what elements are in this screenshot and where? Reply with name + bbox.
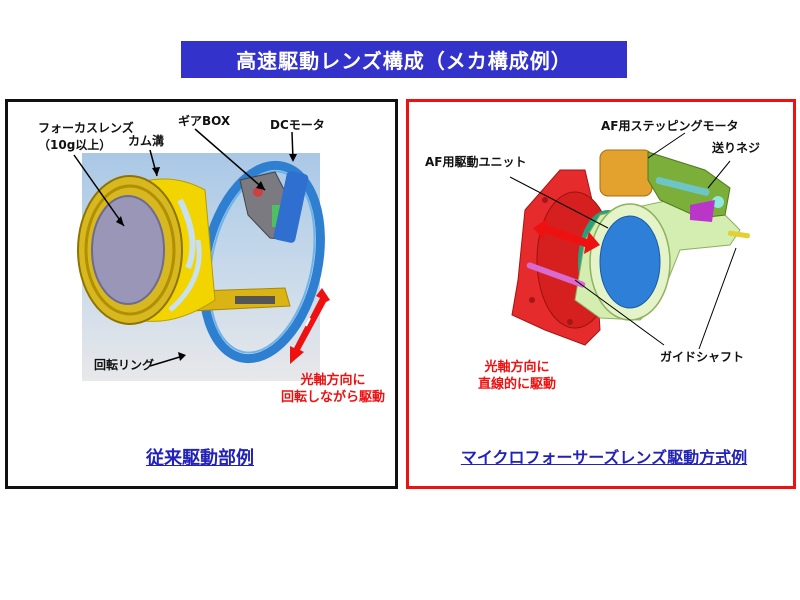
- micro-four-thirds-motion-note-line2: 直線的に駆動: [477, 377, 556, 392]
- focus-lens-label: フォーカスレンズ: [38, 121, 134, 135]
- conventional-motion-note: 光軸方向に 回転しながら駆動: [268, 372, 398, 406]
- conventional-drive-caption-link[interactable]: 従来駆動部例: [146, 448, 254, 469]
- af-stepping-motor-label: AF用ステッピングモータ: [601, 119, 739, 133]
- conventional-drive-panel: [5, 99, 398, 489]
- conventional-motion-note-line2: 回転しながら駆動: [280, 390, 385, 405]
- micro-four-thirds-motion-note: 光軸方向に 直線的に駆動: [452, 359, 582, 393]
- slide-title: 高速駆動レンズ構成（メカ構成例）: [181, 41, 627, 78]
- af-drive-unit-label: AF用駆動ユニット: [425, 155, 527, 169]
- micro-four-thirds-motion-note-line1: 光軸方向に: [484, 360, 550, 375]
- micro-four-thirds-drive-caption-link[interactable]: マイクロフォーサーズレンズ駆動方式例: [460, 448, 748, 467]
- guide-shaft-label: ガイドシャフト: [660, 350, 745, 364]
- rotation-ring-label: 回転リング: [94, 358, 155, 372]
- conventional-motion-note-line1: 光軸方向に: [300, 373, 366, 388]
- focus-lens-weight-label: （10g以上）: [38, 138, 112, 152]
- cam-groove-label: カム溝: [128, 134, 165, 148]
- gear-box-label: ギアBOX: [178, 114, 231, 128]
- micro-four-thirds-drive-panel: [406, 99, 796, 489]
- dc-motor-label: DCモータ: [270, 118, 325, 132]
- lead-screw-label: 送りネジ: [712, 141, 761, 155]
